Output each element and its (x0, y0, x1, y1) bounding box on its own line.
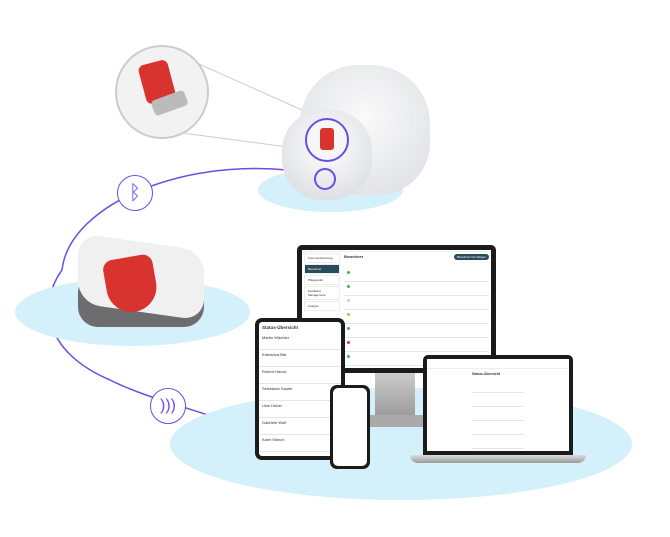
smartphone (330, 385, 370, 469)
resident-name: Karin Münch (262, 437, 285, 442)
monitor-base (355, 415, 435, 427)
laptop: Status-Übersicht (423, 355, 573, 455)
tablet-title: Status-Übersicht (262, 325, 299, 330)
sensor-spot (314, 168, 336, 190)
resident-name: Gabriele Wolf (262, 420, 287, 425)
laptop-base (410, 455, 586, 463)
resident-name: Martin Wächter (262, 335, 290, 340)
monitor: Kommandoeintrag Bewohner Pflegestufe Har… (297, 245, 496, 373)
resident-name: Katharina Bär (262, 352, 287, 357)
page-title: Bewohner (344, 254, 364, 259)
charging-station (78, 232, 204, 327)
monitor-stand (375, 373, 415, 418)
magnifier-circle (115, 45, 209, 139)
resident-name: Sebastian Sauter (262, 386, 293, 391)
nfc-icon: ))) (150, 388, 186, 424)
resident-name: Uwe Huber (262, 403, 283, 408)
sidebar-item[interactable]: Bewohner (304, 264, 340, 274)
sidebar-item[interactable]: Hardware Management (304, 286, 340, 300)
sidebar-item[interactable]: Pflegestufe (304, 275, 340, 285)
resident-name: Robert Hauck (262, 369, 287, 374)
monitor-sidebar: Kommandoeintrag Bewohner Pflegestufe Har… (302, 252, 342, 368)
add-resident-button[interactable]: Bewohner hinzufügen (453, 254, 489, 260)
bluetooth-icon: ᛒ (117, 175, 153, 211)
sensor-on-diaper (305, 118, 349, 162)
sidebar-item[interactable]: Analyse (304, 301, 340, 311)
laptop-title: Status-Übersicht (472, 372, 501, 376)
sidebar-item[interactable]: Kommandoeintrag (304, 253, 340, 263)
